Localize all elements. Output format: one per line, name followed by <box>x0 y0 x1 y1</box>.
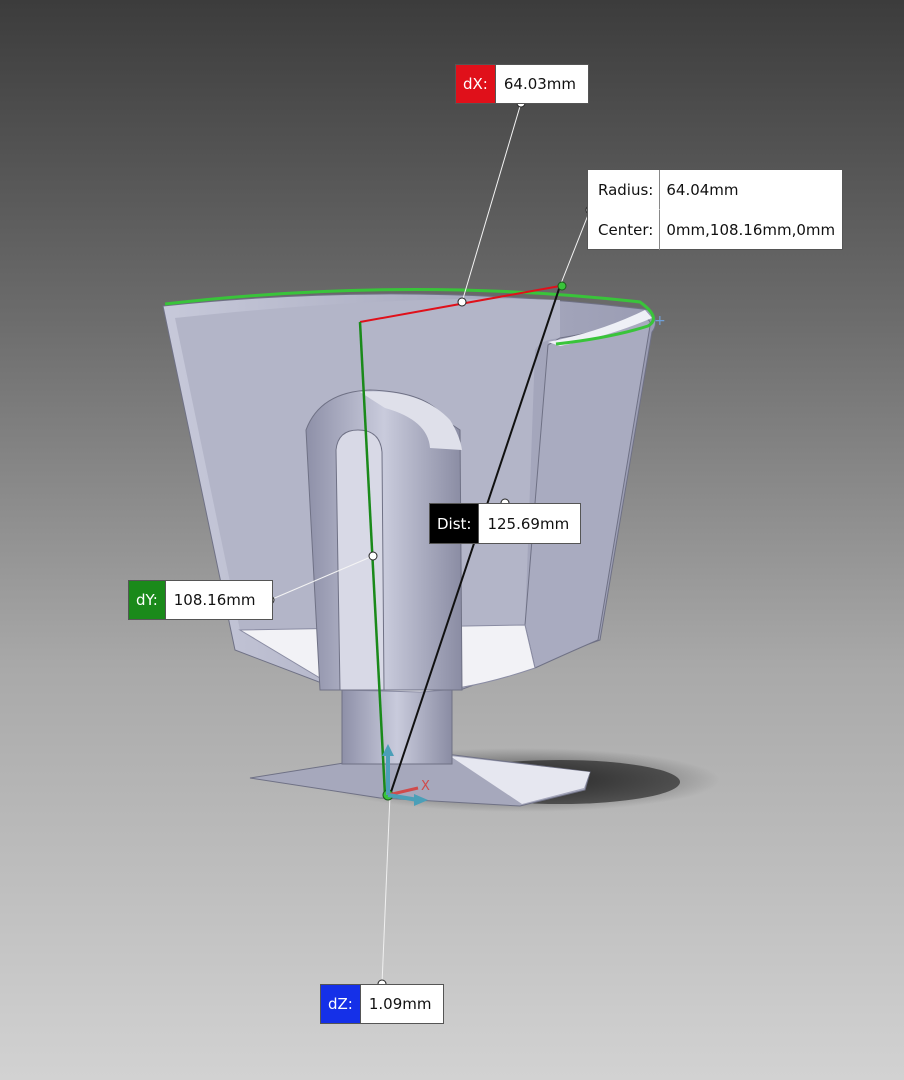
radius-value: 64.04mm <box>666 181 739 199</box>
dx-tag: dX: <box>456 65 496 103</box>
dx-callout[interactable]: dX: 64.03mm <box>455 64 589 104</box>
rim-edge-highlight <box>164 288 655 346</box>
radius-label: Radius: <box>588 170 661 210</box>
cup-rim-face <box>548 310 652 346</box>
dx-leader <box>461 102 522 303</box>
dist-tag: Dist: <box>430 504 480 543</box>
center-label: Center: <box>588 210 661 250</box>
dy-callout[interactable]: dY: 108.16mm <box>128 580 273 620</box>
post-slot <box>335 429 385 691</box>
dz-tag: dZ: <box>321 985 361 1023</box>
dx-value: 64.03mm <box>503 75 577 93</box>
dy-tag: dY: <box>129 581 166 619</box>
base-foot-rim <box>450 756 590 804</box>
crosshair-icon: + <box>654 313 666 329</box>
dist-value: 125.69mm <box>487 514 570 533</box>
arc-callout[interactable]: Radius: 64.04mm Center: 0mm,108.16mm,0mm <box>587 169 843 250</box>
arc-leader <box>559 209 591 287</box>
dx-mid-marker[interactable] <box>457 297 467 307</box>
dy-leader <box>269 555 374 601</box>
dz-value: 1.09mm <box>368 995 432 1013</box>
dz-callout[interactable]: dZ: 1.09mm <box>320 984 444 1024</box>
coordinate-triad <box>382 744 428 806</box>
triad-x-label: X <box>421 779 430 794</box>
dy-value: 108.16mm <box>173 591 256 609</box>
dz-line <box>381 794 391 985</box>
post-top <box>360 391 462 450</box>
center-value: 0mm,108.16mm,0mm <box>666 221 836 239</box>
stem <box>341 685 453 765</box>
arc-point-marker[interactable] <box>557 281 567 291</box>
dist-callout[interactable]: Dist: 125.69mm <box>429 503 581 544</box>
dy-mid-marker[interactable] <box>368 551 378 561</box>
